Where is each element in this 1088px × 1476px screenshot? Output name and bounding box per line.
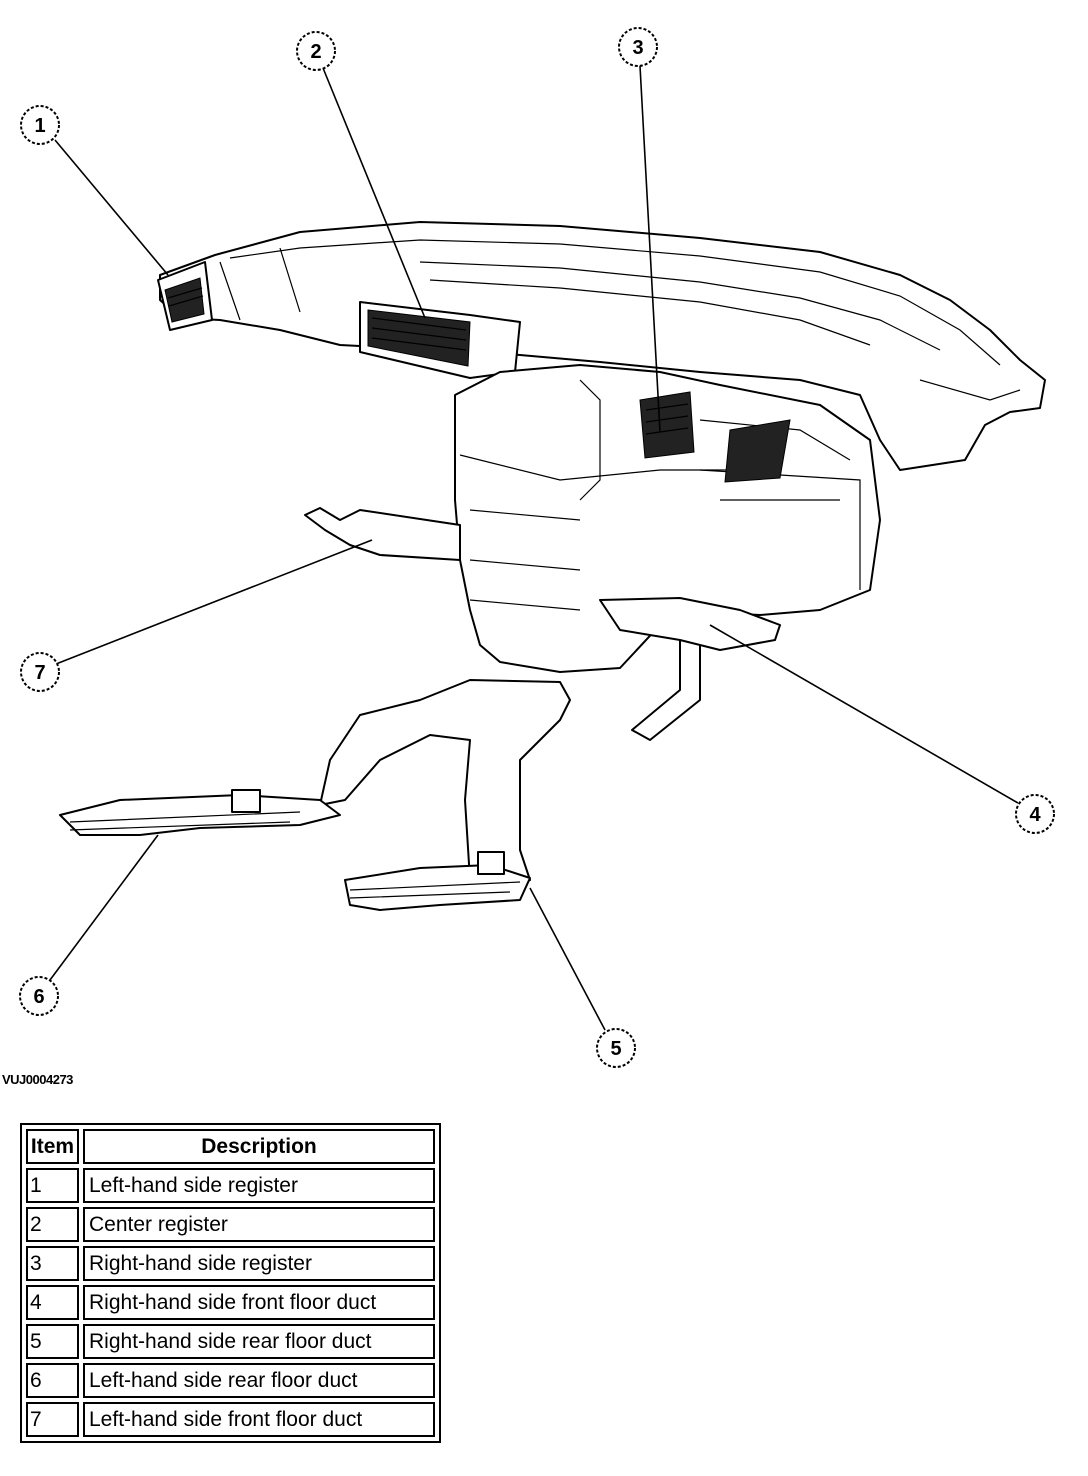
item-number: 2: [26, 1207, 79, 1242]
callout-6: 6: [19, 976, 59, 1016]
leader-4: [709, 624, 1019, 804]
item-description: Left-hand side rear floor duct: [83, 1363, 435, 1398]
legend-header-item: Item: [26, 1129, 79, 1164]
item-description: Left-hand side register: [83, 1168, 435, 1203]
instrument-panel-duct: [159, 221, 1046, 471]
leader-2: [322, 67, 426, 319]
heater-hose: [631, 639, 701, 741]
leader-1: [54, 139, 169, 276]
leader-7: [55, 539, 373, 665]
lh-front-floor-duct: [304, 507, 461, 561]
item-number: 3: [26, 1246, 79, 1281]
callout-4: 4: [1015, 794, 1055, 834]
svg-text:5: 5: [610, 1038, 621, 1060]
item-description: Center register: [83, 1207, 435, 1242]
callout-3: 3: [618, 27, 658, 67]
item-description: Left-hand side front floor duct: [83, 1402, 435, 1437]
svg-text:7: 7: [34, 662, 45, 684]
rh-front-floor-duct: [599, 597, 781, 651]
rear-floor-duct-assembly: [59, 679, 571, 911]
svg-text:2: 2: [310, 41, 321, 63]
item-number: 5: [26, 1324, 79, 1359]
callout-5: 5: [596, 1028, 636, 1068]
svg-text:1: 1: [34, 115, 45, 137]
item-description: Right-hand side rear floor duct: [83, 1324, 435, 1359]
svg-text:6: 6: [33, 986, 44, 1008]
item-number: 7: [26, 1402, 79, 1437]
hvac-duct-diagram: 1 2 3 4 5 6 7: [19, 27, 1055, 1068]
leader-5: [529, 887, 606, 1031]
callout-2: 2: [296, 31, 336, 71]
callout-1: 1: [20, 105, 60, 145]
svg-text:3: 3: [632, 37, 643, 59]
figure-id: VUJ0004273: [2, 1072, 73, 1087]
legend-header-row: Item Description: [26, 1129, 435, 1164]
legend-header-description: Description: [83, 1129, 435, 1164]
hvac-module: [454, 364, 881, 673]
item-number: 4: [26, 1285, 79, 1320]
item-description: Right-hand side front floor duct: [83, 1285, 435, 1320]
left-register: [157, 261, 213, 331]
item-description: Right-hand side register: [83, 1246, 435, 1281]
item-number: 1: [26, 1168, 79, 1203]
callout-7: 7: [20, 652, 60, 692]
leader-3: [639, 65, 661, 433]
item-number: 6: [26, 1363, 79, 1398]
leader-6: [49, 834, 159, 981]
svg-text:4: 4: [1029, 804, 1041, 826]
